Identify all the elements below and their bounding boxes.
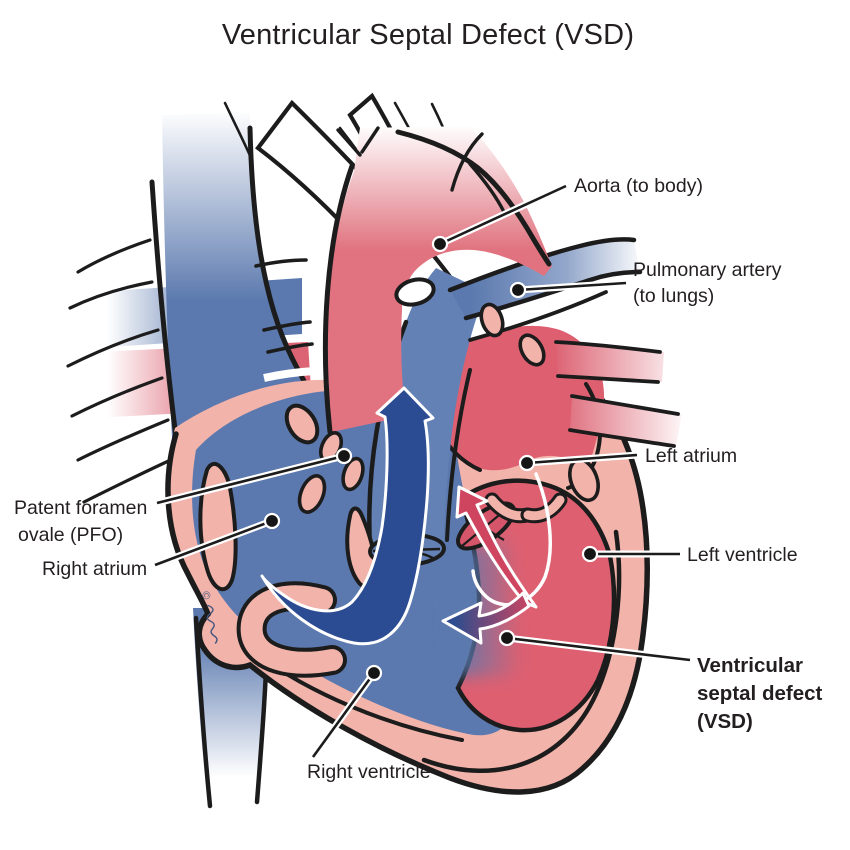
aorta-arch-edge [395,129,552,267]
leader-pulmonary-artery [509,279,627,299]
leader-dot-left-ventricle [581,545,599,563]
red-flow-arrow [455,485,538,609]
label-right-ventricle: Right ventricle [307,761,431,783]
leader-dot-right-atrium [263,512,281,530]
aorta-left-edge [322,163,355,435]
ra-ridge [198,462,238,592]
pfo-flap-2 [341,456,365,492]
svc-left-edge [149,179,180,448]
la-vein-notch-1 [479,302,505,338]
page-title: Ventricular Septal Defect (VSD) [222,19,634,51]
leader-dot-pfo [335,447,353,465]
vsd-shunt-arrow [441,591,531,645]
label-left-ventricle: Left ventricle [687,544,798,566]
leader-right-ventricle [310,664,383,760]
aorta-trunk-notch [394,277,436,307]
signature-squiggle [206,604,218,644]
ra-appendage-tip [284,403,320,445]
label-pfo-line1: Patent foramen [14,497,147,519]
rpv1-edges [554,340,662,384]
label-vsd-line3: (VSD) [697,710,753,733]
label-pulmonary-artery-line1: Pulmonary artery [633,259,782,281]
label-vsd-line1: Ventricular [697,654,803,677]
label-left-atrium: Left atrium [645,445,737,467]
leader-dot-pulmonary-artery [509,281,527,299]
label-right-atrium: Right atrium [42,558,147,580]
rpa-upper-edge [447,237,637,293]
leader-aorta [431,182,568,253]
illustrator-signature: © [199,590,218,644]
aorta-vessel [327,126,552,432]
left-vessel-lines [66,238,177,504]
leader-pfo [156,447,353,507]
blood-flow-arrows [260,386,552,646]
copyright-symbol: © [199,590,212,600]
labels: Ventricular Septal Defect (VSD) Aorta (t… [14,19,822,783]
leader-dot-left-atrium [518,454,536,472]
ivc-left-edge [193,615,213,809]
lv-inflow-loop-arrow [471,472,552,607]
rpa-branch-line [468,290,608,342]
leader-left-ventricle [581,545,680,563]
right-pulmonary-artery [450,239,640,318]
right-pulmonary-vein-1 [556,342,664,382]
leader-dot-aorta [431,235,449,253]
leader-left-atrium [518,451,638,472]
rpv2-edges [568,394,680,448]
leader-right-atrium [153,512,281,569]
vein-gap-line [263,367,315,382]
tricuspid-leaflet-2 [297,474,327,514]
mitral-leaflet-2 [523,495,565,521]
blue-flow-arrow [260,386,435,646]
label-vsd-line2: septal defect [697,682,822,705]
leader-lines [153,182,691,760]
aorta-branch-lines [336,126,506,214]
label-pulmonary-artery-line2: (to lungs) [633,285,714,307]
leader-dot-vsd [498,629,516,647]
leader-dot-right-ventricle [365,664,383,682]
trunk-right-edge [445,368,472,542]
apex-fold-line [421,529,622,774]
label-aorta: Aorta (to body) [574,175,703,197]
leader-vsd [498,629,691,664]
la-vein-notch-2 [518,333,546,367]
label-pfo-line2: ovale (PFO) [18,524,123,546]
